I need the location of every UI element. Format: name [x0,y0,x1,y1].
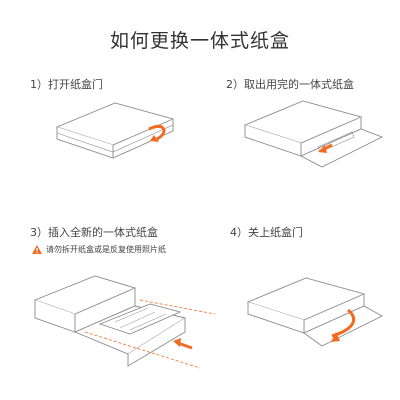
printer-side-front [34,300,76,333]
step-1-illustration [55,102,175,159]
guide-line-2 [139,299,216,315]
warning-icon [32,245,42,254]
printer-side-front [247,302,305,334]
door-panel [303,305,383,347]
open-door-panel [299,128,384,168]
step-2-label: 2）取出用完的一体式纸盒 [226,78,354,91]
rotate-arrow-head [150,135,159,142]
step-3-illustration [33,275,216,369]
page-title: 如何更换一体式纸盒 [109,30,290,52]
printer-body-edge [56,124,174,153]
step-3-label: 3）插入全新的一体式纸盒 [30,226,158,239]
step-4-label: 4）关上纸盒门 [230,226,303,239]
insert-arrow-head [173,338,181,347]
rotate-arrow-icon [148,124,166,141]
warning-notice: 请勿拆开纸盒或是反复使用照片纸 [32,244,166,255]
cartridge-slot [317,131,355,153]
warning-text: 请勿拆开纸盒或是反复使用照片纸 [46,245,166,254]
step-2-illustration [243,100,384,168]
close-arrow-head [331,332,340,342]
tray-door [127,318,186,367]
cartridge-rollers [114,307,167,331]
step-1-label: 1）打开纸盒门 [30,78,103,91]
pull-arrow-head [318,145,327,153]
printer-side-front [244,125,302,157]
step-4-illustration [246,277,383,347]
guide-line-1 [84,331,201,369]
